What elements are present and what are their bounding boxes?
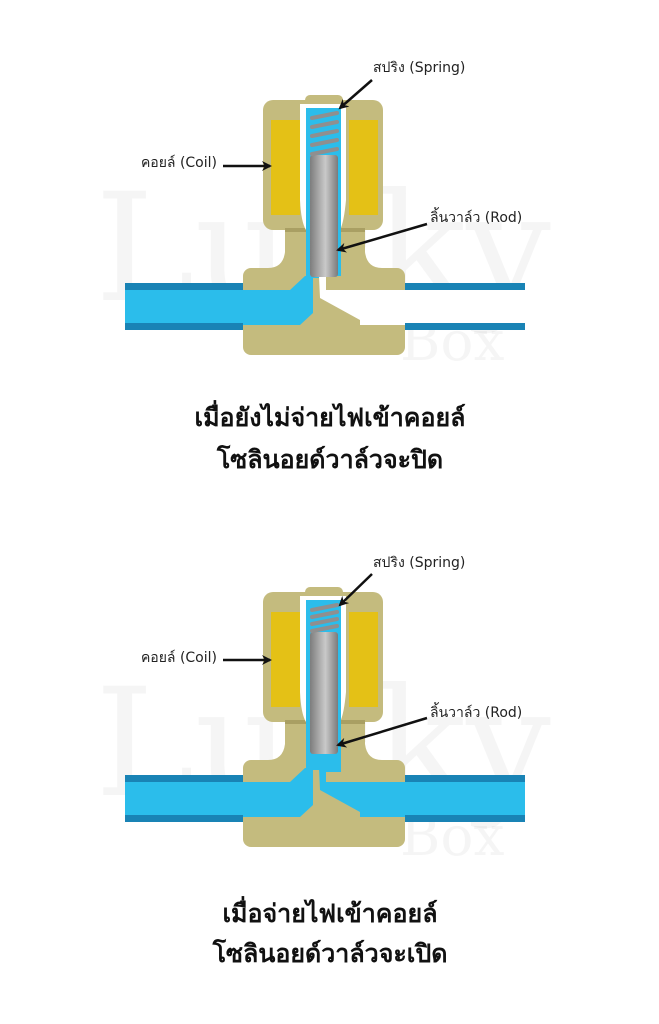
rod	[310, 155, 338, 277]
outlet-fluid	[405, 290, 525, 323]
coil-label: คอยล์ (Coil)	[141, 649, 217, 666]
inlet-fluid	[125, 290, 243, 323]
outlet-fluid	[405, 782, 525, 815]
spring-coil-icon	[310, 147, 339, 156]
labels-open: สปริง (Spring) คอยล์ (Coil) ลิ้นวาล์ว (R…	[141, 555, 522, 748]
spring-label: สปริง (Spring)	[373, 555, 465, 571]
valve-body-lower	[243, 760, 405, 847]
caption-open-line2: โซลินอยด์วาล์วจะเปิด	[212, 938, 448, 968]
valve-open	[125, 587, 525, 847]
rod	[310, 632, 338, 754]
caption-closed-line2: โซลินอยด์วาล์วจะปิด	[216, 444, 443, 474]
coil-left	[271, 612, 300, 707]
spring-coil-icon	[310, 617, 339, 626]
labels-closed: สปริง (Spring) คอยล์ (Coil) ลิ้นวาล์ว (R…	[141, 60, 522, 253]
caption-open-line1: เมื่อจ่ายไฟเข้าคอยล์	[222, 896, 437, 928]
coil-label: คอยล์ (Coil)	[141, 154, 217, 171]
outlet-pipe-wall-bottom	[405, 323, 525, 330]
spring-coil-icon	[310, 111, 339, 120]
seat-block	[326, 276, 341, 290]
spring-coil-icon	[310, 120, 339, 129]
rod-arrow-icon	[336, 716, 428, 748]
valve-body-lower	[243, 268, 405, 355]
spring-coil-icon	[310, 610, 339, 619]
spring-arrow-icon	[338, 79, 373, 110]
spring-coil-icon	[310, 138, 339, 147]
inlet-channel	[243, 276, 313, 325]
outlet-channel	[319, 276, 405, 325]
spring-coil-icon	[310, 603, 339, 612]
spring-arrow-icon	[338, 573, 373, 607]
spring-coil-icon	[310, 624, 339, 633]
caption-closed-line1: เมื่อยังไม่จ่ายไฟเข้าคอยล์	[195, 400, 466, 432]
rod-arrow-icon	[336, 222, 428, 253]
coil-right	[349, 120, 378, 215]
outlet-channel	[319, 768, 405, 817]
coil-right	[349, 612, 378, 707]
rod-label: ลิ้นวาล์ว (Rod)	[430, 702, 522, 721]
rod-label: ลิ้นวาล์ว (Rod)	[430, 207, 522, 226]
inlet-channel	[243, 768, 313, 817]
coil-left	[271, 120, 300, 215]
valve-closed	[125, 95, 525, 355]
spring-coil-icon	[310, 129, 339, 138]
outlet-pipe-wall-top	[405, 775, 525, 782]
spring-label: สปริง (Spring)	[373, 60, 465, 76]
inlet-fluid	[125, 782, 243, 815]
outlet-pipe-wall-top	[405, 283, 525, 290]
outlet-pipe-wall-bottom	[405, 815, 525, 822]
